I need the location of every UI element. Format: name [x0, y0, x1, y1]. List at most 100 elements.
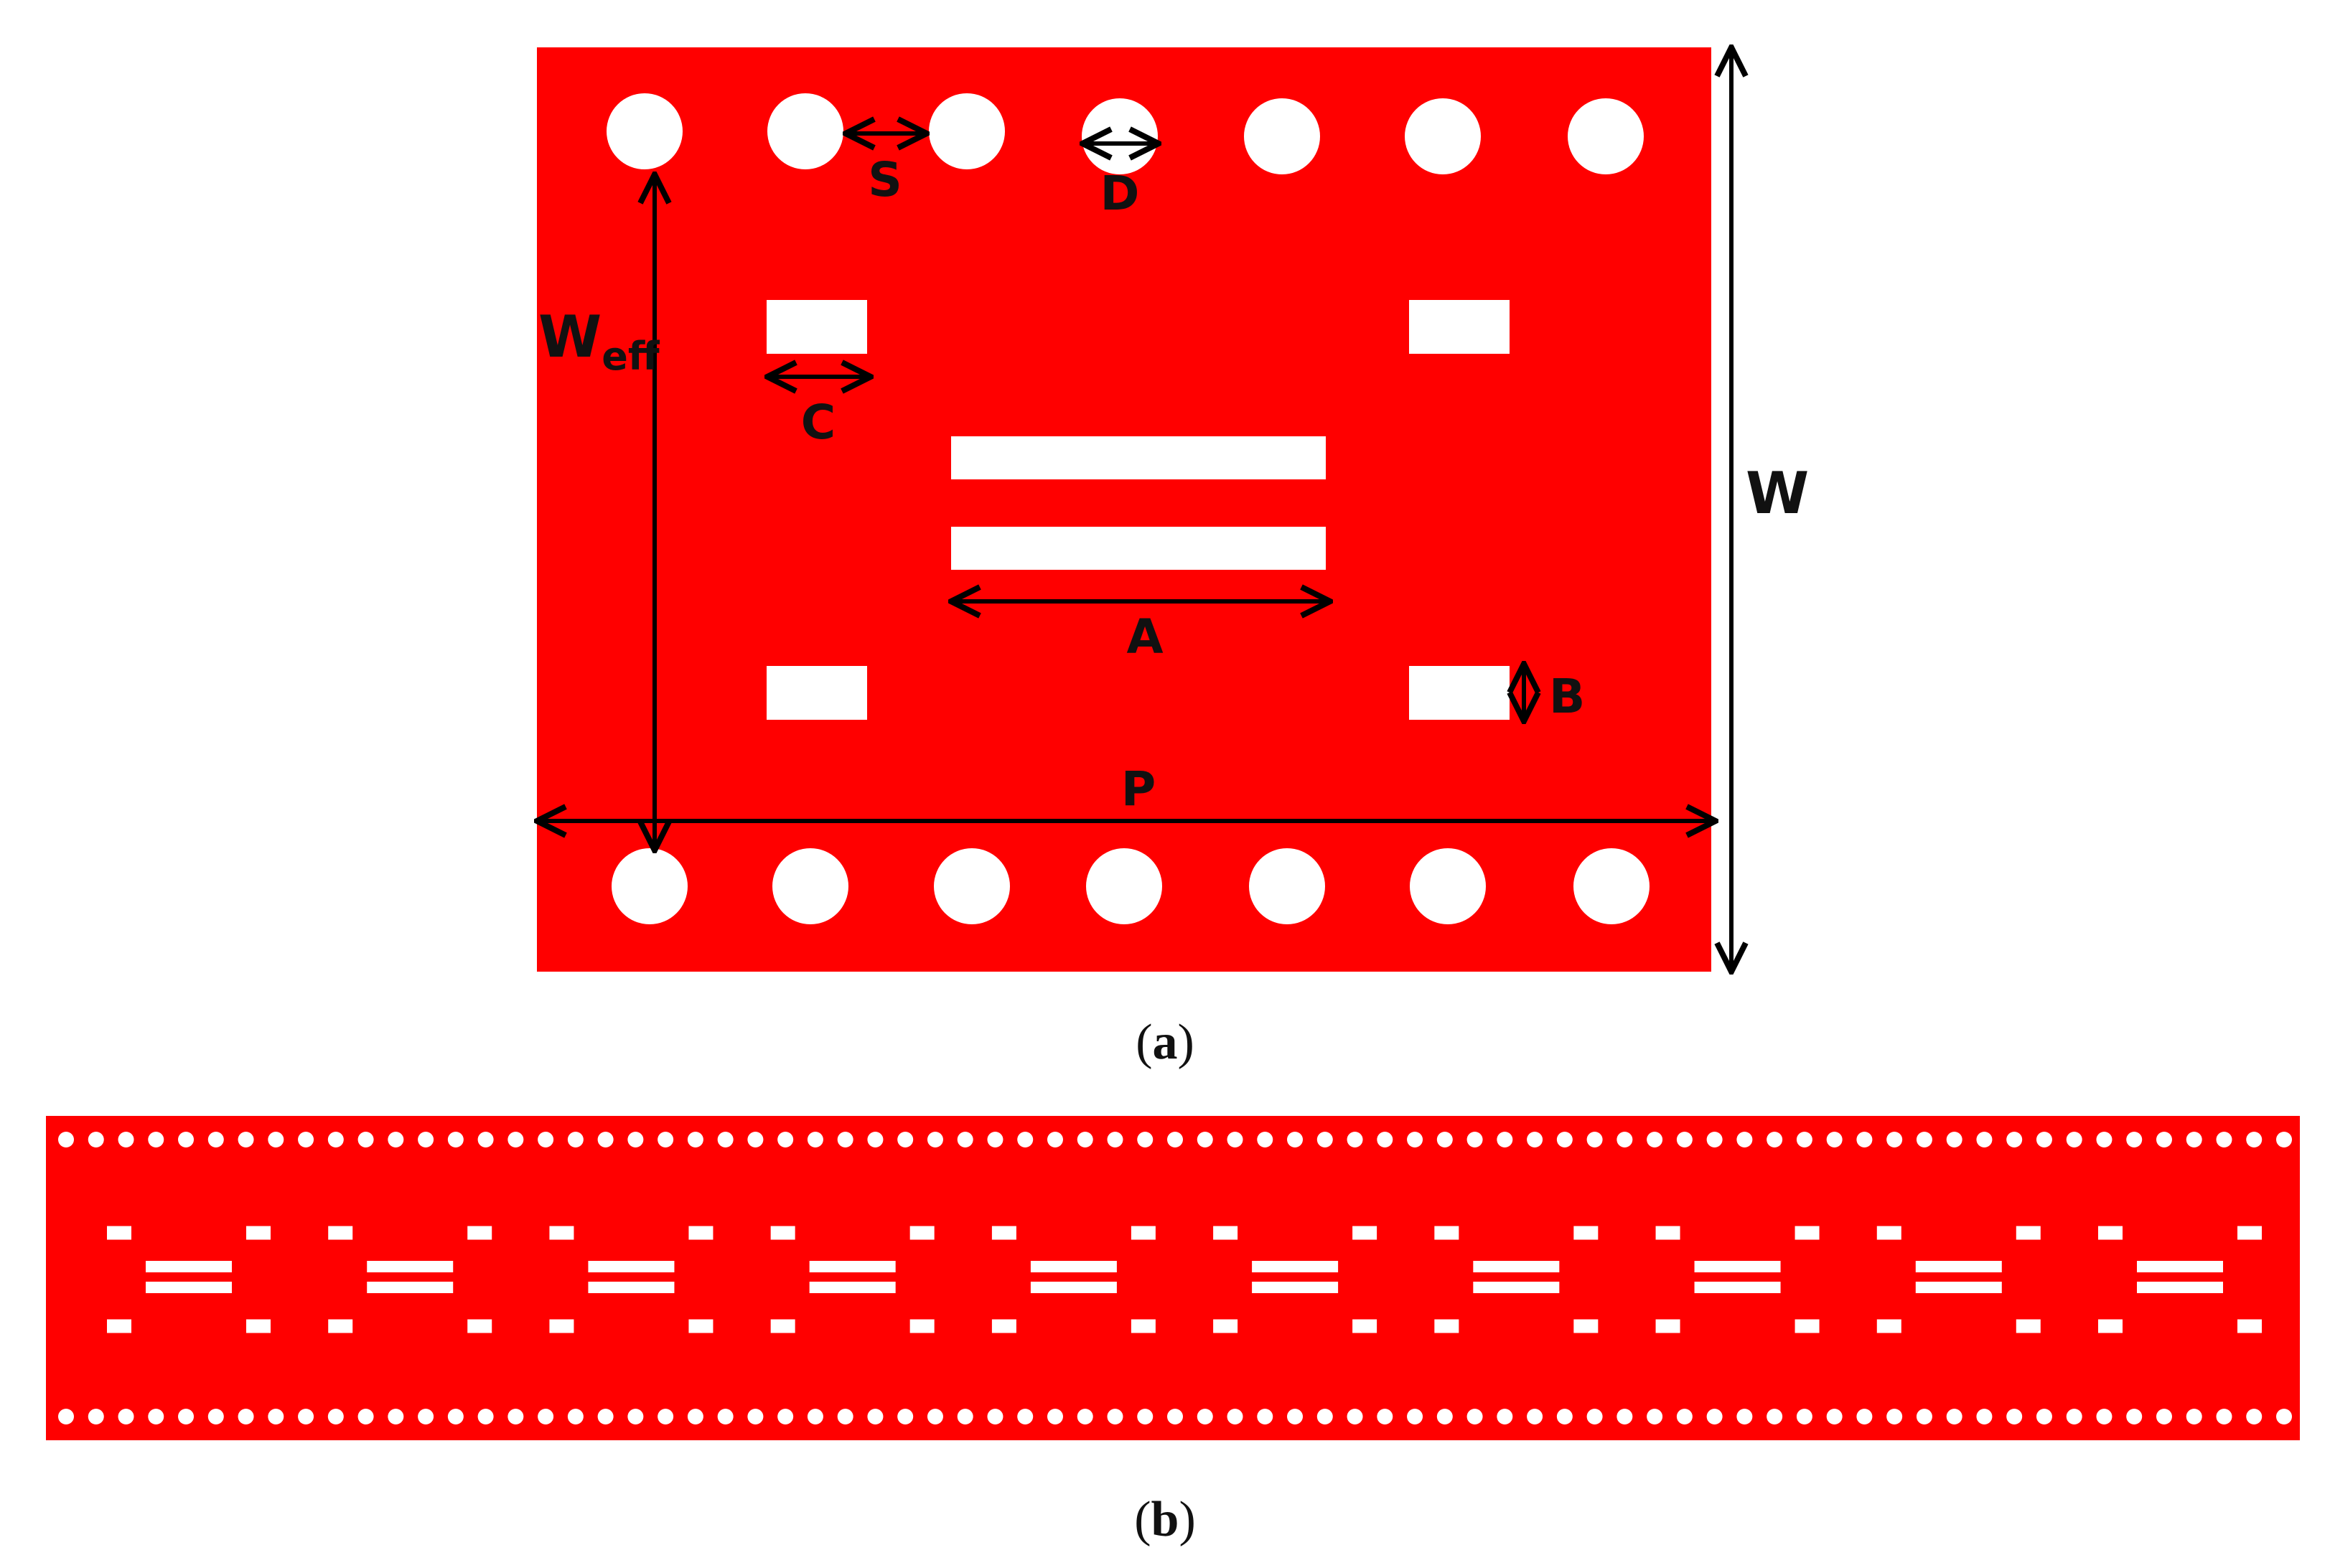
- corner-slot: [549, 1319, 574, 1333]
- corner-slot: [688, 1226, 713, 1240]
- unit-cell: [549, 1226, 713, 1333]
- via-hole: [2126, 1132, 2143, 1147]
- via-hole: [1107, 1409, 1123, 1424]
- via-hole: [597, 1409, 614, 1424]
- via-hole: [1227, 1409, 1243, 1424]
- unit-cell: [107, 1226, 271, 1333]
- center-slot-lower: [1694, 1282, 1781, 1293]
- center-slot-upper: [588, 1261, 675, 1272]
- via-hole: [567, 1409, 584, 1424]
- via-hole: [1556, 1409, 1573, 1424]
- via-hole: [1527, 1132, 1543, 1147]
- via-hole: [777, 1132, 794, 1147]
- label-weff-main: W: [538, 304, 602, 370]
- via-hole: [597, 1132, 614, 1147]
- array-substrate: [46, 1116, 2300, 1440]
- unit-cell: [328, 1226, 492, 1333]
- via-hole: [717, 1132, 734, 1147]
- via-hole: [1197, 1132, 1213, 1147]
- center-slot-lower: [588, 1282, 675, 1293]
- via-hole: [357, 1409, 374, 1424]
- via-hole: [1946, 1409, 1962, 1424]
- center-slot-upper: [2137, 1261, 2223, 1272]
- via-hole: [2276, 1409, 2292, 1424]
- caption-a-close: ): [1178, 1015, 1194, 1070]
- via-hole: [717, 1409, 734, 1424]
- via-hole: [2006, 1132, 2023, 1147]
- via-hole: [658, 1409, 674, 1424]
- via-hole: [627, 1409, 644, 1424]
- label-a: A: [1126, 609, 1163, 665]
- via-hole: [1436, 1132, 1453, 1147]
- via-hole: [1047, 1409, 1063, 1424]
- via-hole: [2186, 1132, 2202, 1147]
- via-hole: [1706, 1132, 1723, 1147]
- panel-b-array: (b): [46, 1116, 2300, 1547]
- corner-slot: [328, 1319, 353, 1333]
- center-slot-upper: [1252, 1261, 1339, 1272]
- via-hole: [837, 1409, 853, 1424]
- corner-slot: [991, 1226, 1016, 1240]
- via-hole: [1886, 1132, 1903, 1147]
- corner-slot: [991, 1319, 1016, 1333]
- via-hole: [447, 1409, 464, 1424]
- corner-slot: [107, 1319, 131, 1333]
- via-hole: [1573, 848, 1650, 924]
- via-hole: [1916, 1409, 1932, 1424]
- via-hole: [1017, 1132, 1034, 1147]
- via-hole: [2276, 1132, 2292, 1147]
- via-hole: [2246, 1132, 2263, 1147]
- via-hole: [1497, 1409, 1513, 1424]
- panel-a-unit-cell: S D Weff C A B P W (a): [537, 47, 1809, 1070]
- via-hole: [2156, 1409, 2172, 1424]
- via-hole: [747, 1409, 764, 1424]
- corner-slot: [770, 1319, 795, 1333]
- center-slot-lower: [1915, 1282, 2002, 1293]
- corner-slot: [1352, 1226, 1377, 1240]
- via-hole: [1527, 1409, 1543, 1424]
- via-hole: [2096, 1132, 2113, 1147]
- via-hole: [298, 1132, 314, 1147]
- via-hole: [1167, 1132, 1183, 1147]
- via-hole: [1976, 1409, 1993, 1424]
- corner-slot: [467, 1319, 492, 1333]
- via-hole: [658, 1132, 674, 1147]
- via-hole: [1287, 1409, 1304, 1424]
- label-b: B: [1549, 669, 1585, 724]
- slots: [767, 300, 1510, 720]
- via-hole: [987, 1132, 1003, 1147]
- corner-slot: [1131, 1226, 1156, 1240]
- label-d: D: [1100, 166, 1140, 221]
- center-slot-lower: [146, 1282, 232, 1293]
- via-hole: [1316, 1409, 1333, 1424]
- via-hole: [477, 1409, 494, 1424]
- via-hole: [1916, 1132, 1932, 1147]
- unit-cell: [770, 1226, 935, 1333]
- via-hole: [1086, 848, 1162, 924]
- corner-slot: [467, 1226, 492, 1240]
- via-hole: [2246, 1409, 2263, 1424]
- via-hole: [2216, 1132, 2232, 1147]
- via-hole: [58, 1132, 74, 1147]
- via-hole: [1647, 1132, 1663, 1147]
- via-hole: [1287, 1132, 1304, 1147]
- corner-slot: [688, 1319, 713, 1333]
- via-hole: [777, 1409, 794, 1424]
- label-c: C: [801, 395, 836, 450]
- via-hole: [178, 1132, 195, 1147]
- via-hole: [1647, 1409, 1663, 1424]
- corner-slot: [1434, 1226, 1459, 1240]
- via-hole: [1410, 848, 1486, 924]
- via-hole: [1047, 1132, 1063, 1147]
- via-hole: [687, 1409, 703, 1424]
- via-hole: [238, 1409, 254, 1424]
- bottom-via-row: [612, 848, 1650, 924]
- caption-b-letter: b: [1151, 1492, 1179, 1547]
- via-hole: [1227, 1132, 1243, 1147]
- corner-slot: [770, 1226, 795, 1240]
- corner-slot: [1213, 1319, 1238, 1333]
- array-unit-cells: [107, 1226, 2262, 1333]
- via-hole: [772, 848, 848, 924]
- via-hole: [268, 1132, 284, 1147]
- via-hole: [1257, 1132, 1273, 1147]
